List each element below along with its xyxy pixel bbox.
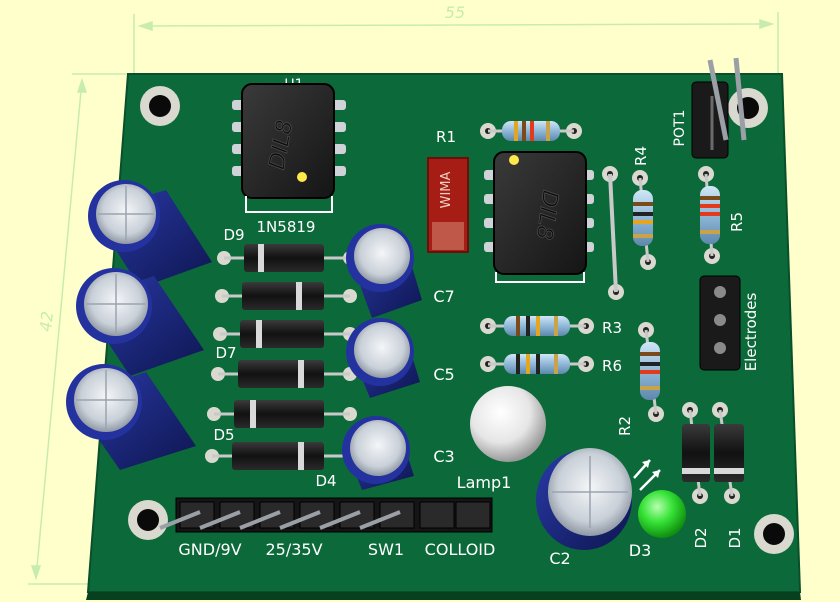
capacitor-c5 (346, 318, 420, 398)
label-pot1: POT1 (672, 110, 688, 147)
label-d7: D7 (215, 344, 236, 362)
label-lamp1: Lamp1 (457, 473, 512, 492)
dimension-width (133, 12, 779, 80)
chip-u2: DIL8 (484, 151, 594, 283)
label-d4: D4 (315, 472, 336, 490)
capacitor-c2 (536, 448, 632, 550)
led-d3 (633, 459, 686, 538)
label-25-35v: 25/35V (265, 540, 322, 559)
capacitor-left-1 (88, 180, 212, 288)
label-1n5819: 1N5819 (257, 218, 316, 236)
diode-stack (205, 244, 357, 470)
label-gnd-9v: GND/9V (178, 540, 241, 559)
capacitor-c3 (342, 416, 414, 490)
label-d3: D3 (629, 541, 652, 560)
label-r5: R5 (728, 212, 746, 232)
diode-d1 (712, 402, 744, 504)
diode-d6 (207, 400, 357, 428)
mounting-hole-top-left (140, 86, 180, 126)
dimension-height (28, 73, 132, 585)
mounting-hole-bottom-left (128, 500, 168, 540)
pin-header (159, 497, 493, 533)
wima-capacitor: WIMA (427, 157, 469, 253)
resistor-r6 (480, 354, 594, 374)
label-r2: R2 (616, 416, 634, 436)
dimension-width-label: 55 (445, 3, 465, 22)
mounting-hole-bottom-right (754, 514, 794, 554)
label-d1: D1 (726, 527, 744, 548)
diode-d5 (205, 442, 357, 470)
label-r3: R3 (602, 319, 622, 337)
label-c7: C7 (433, 287, 454, 306)
label-sw1: SW1 (368, 540, 404, 559)
chip-u1: U1 DIL8 (232, 77, 346, 213)
label-r6: R6 (602, 357, 622, 375)
label-electrodes: Electrodes (742, 293, 760, 372)
label-c2: C2 (549, 549, 570, 568)
capacitor-left-2 (76, 268, 204, 376)
label-c5: C5 (433, 365, 454, 384)
mounting-hole-top-right (728, 88, 768, 128)
resistor-r2 (638, 322, 664, 422)
capacitor-c7 (346, 224, 422, 318)
wire-jumper (602, 166, 624, 300)
label-r1: R1 (436, 128, 456, 146)
label-colloid: COLLOID (425, 540, 496, 559)
diode-d2 (682, 402, 710, 504)
label-d2: D2 (692, 527, 710, 548)
label-r4: R4 (632, 146, 650, 166)
resistor-r1 (480, 121, 582, 141)
capacitor-left-3 (66, 364, 196, 470)
electrodes-connector (699, 275, 741, 371)
dimension-height-label: 42 (36, 310, 57, 332)
wima-label: WIMA (439, 172, 454, 209)
diode-d7 (211, 360, 357, 388)
label-d9: D9 (223, 226, 244, 244)
lamp1 (470, 386, 546, 462)
resistor-r3 (480, 316, 594, 336)
resistor-r4 (632, 170, 656, 270)
pot1-connector (691, 57, 747, 159)
label-d5: D5 (213, 426, 234, 444)
label-c3: C3 (433, 447, 454, 466)
diode-d7-upper (213, 320, 357, 348)
diode-d8 (215, 282, 357, 310)
resistor-r5 (698, 166, 720, 264)
